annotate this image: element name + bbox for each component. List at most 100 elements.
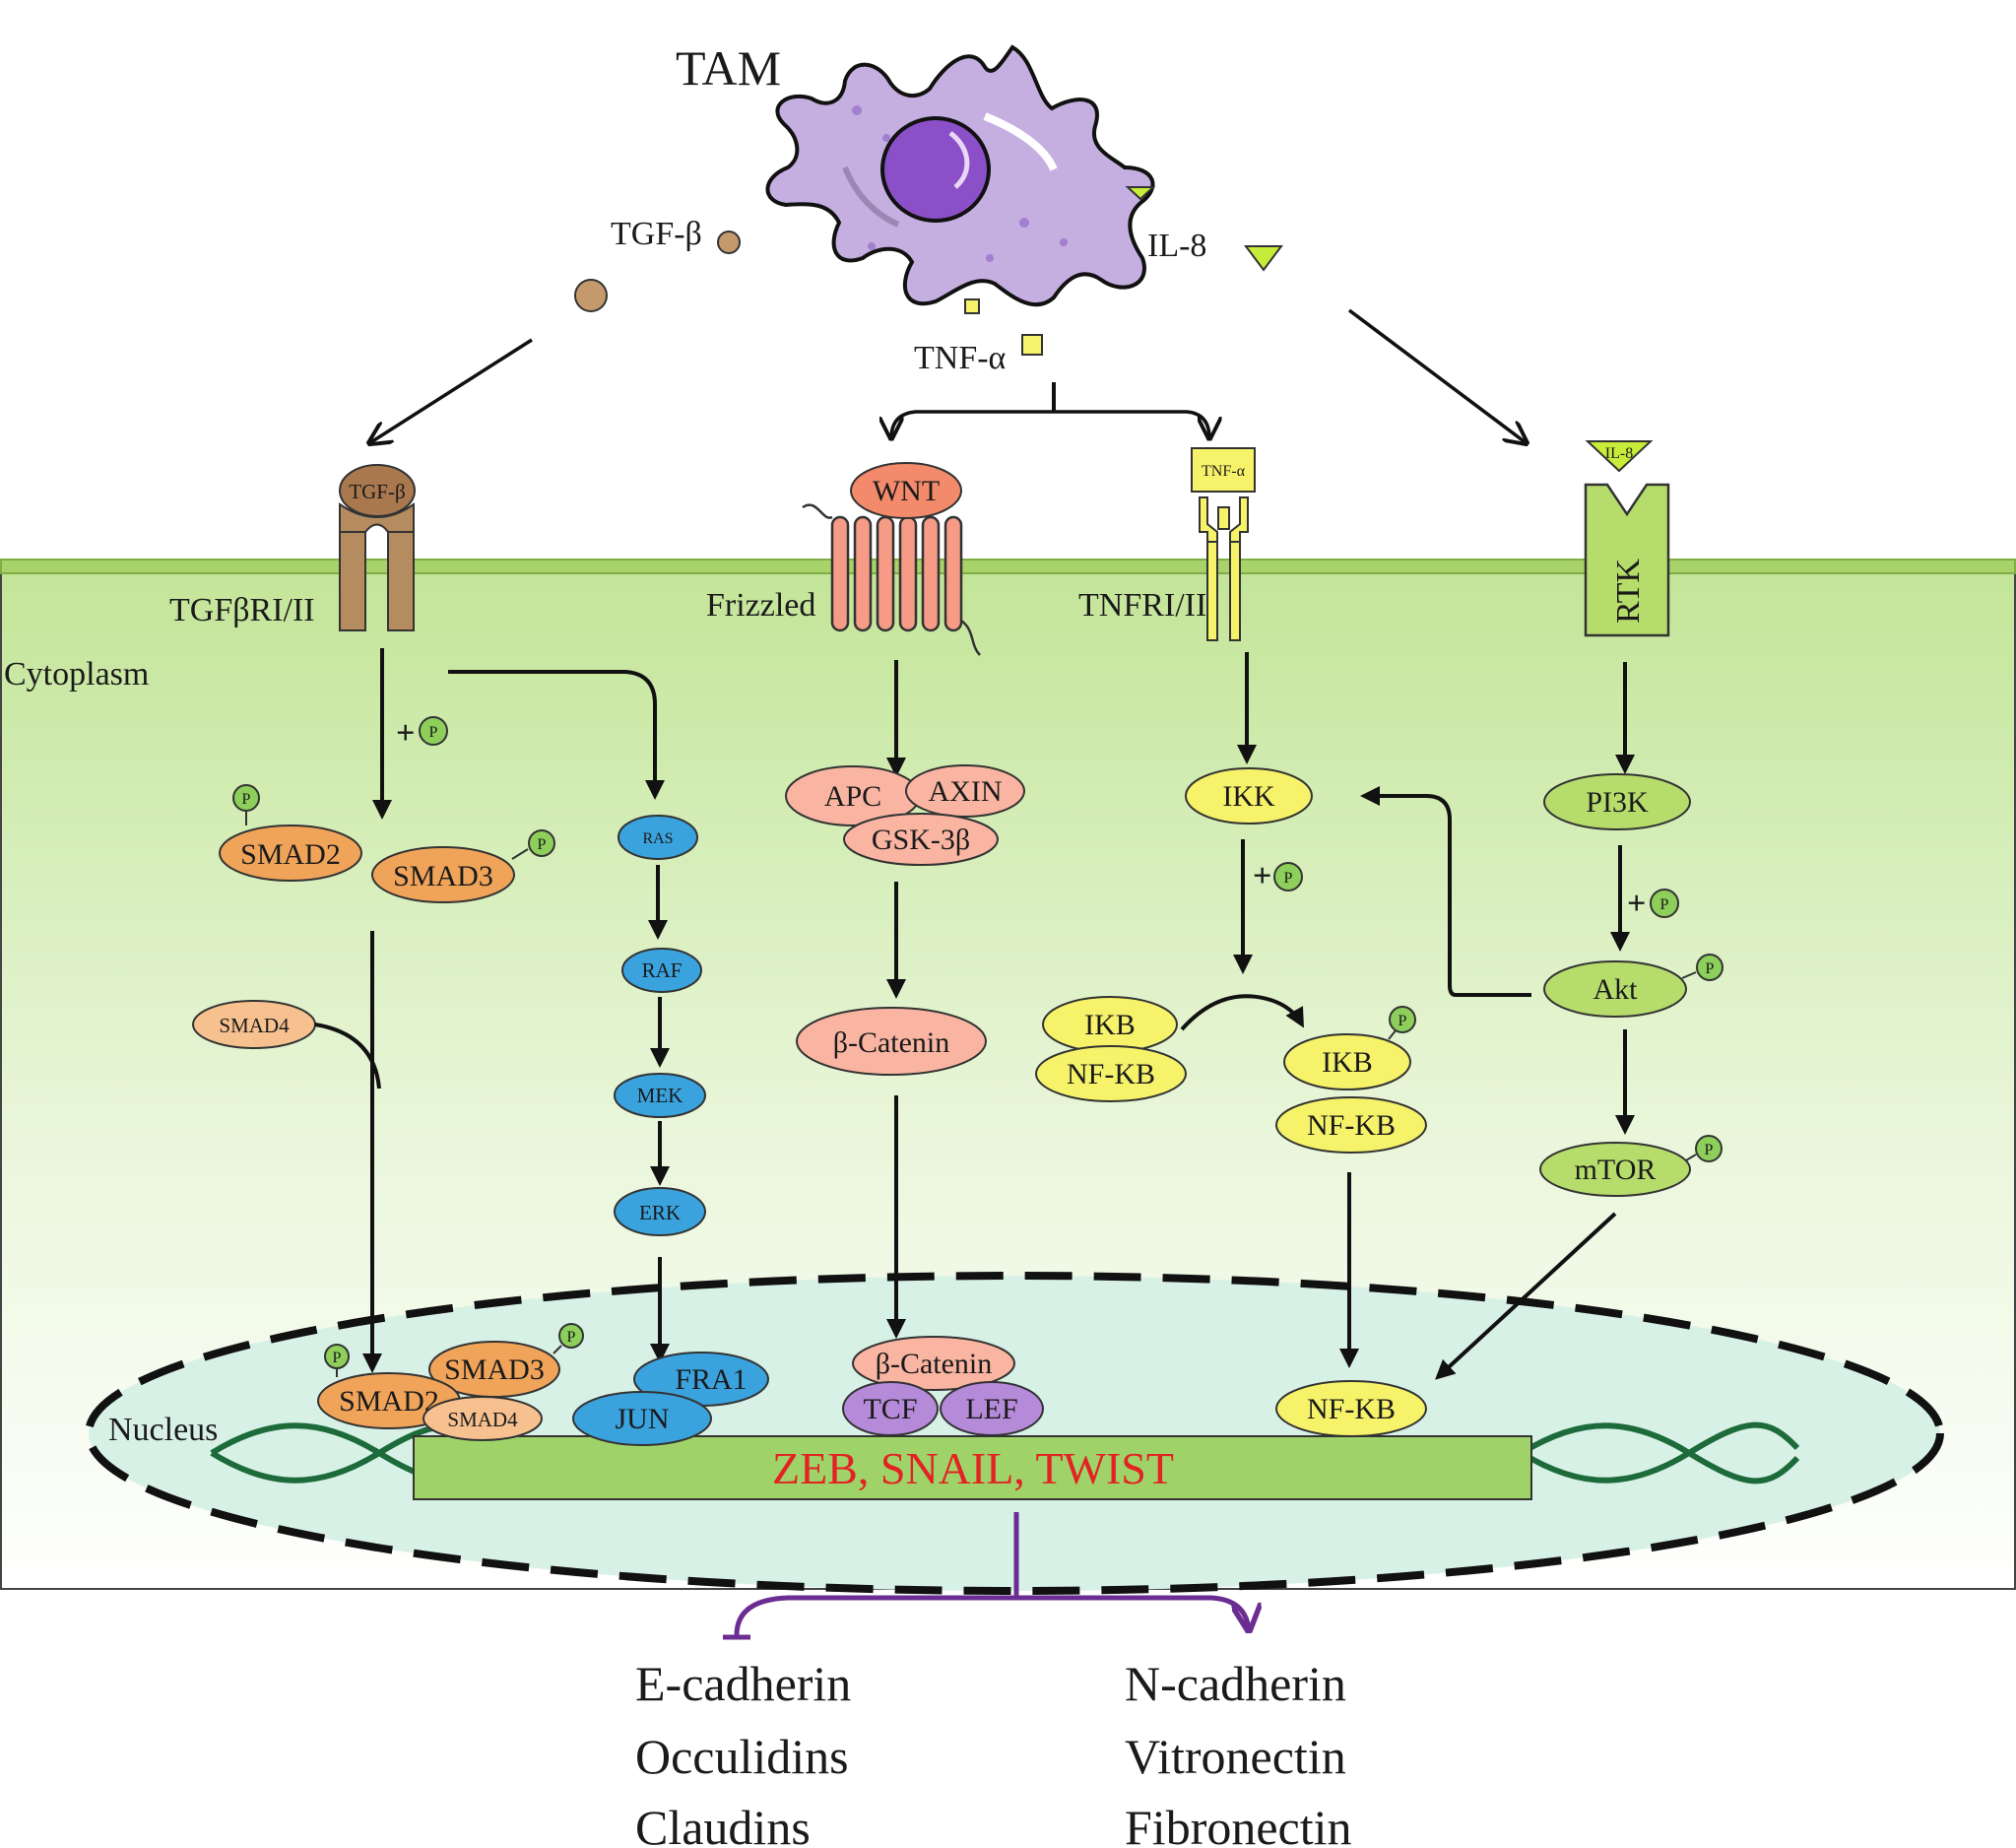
akt-label: Akt: [1593, 973, 1639, 1006]
tgfb-receptor-label: TGFβRI/II: [169, 592, 315, 628]
phospho-label: P: [1398, 1013, 1407, 1029]
plus-sign-smad: +: [396, 715, 415, 752]
phospho-label: P: [242, 791, 251, 808]
arrow-akt-to-ikk: [1360, 786, 1531, 997]
arrow-tnfa-to-wnt: [891, 410, 1054, 438]
nfkb-free-node: [1275, 1096, 1427, 1154]
nuc-smad4-label: SMAD4: [447, 1408, 518, 1431]
nuc-tcf-node: [842, 1381, 939, 1436]
output-down-item: E-cadherin: [635, 1656, 851, 1711]
phospho-icon: [419, 716, 448, 746]
smad2-node: [219, 825, 362, 882]
tgfb-receptor-ligand-label: TGF-β: [349, 480, 405, 503]
tnfa-ligand-small: [964, 298, 980, 314]
tnfa-ligand-label: TNF-α: [914, 340, 1007, 376]
erk-node: [614, 1187, 706, 1236]
frizzled-label: Frizzled: [706, 587, 815, 624]
tnfa-ligand-large: [1021, 334, 1043, 356]
cytoplasm-label: Cytoplasm: [4, 656, 149, 693]
phospho-label: P: [429, 724, 438, 741]
tam-label: TAM: [676, 40, 781, 96]
smad4-label: SMAD4: [219, 1014, 290, 1037]
raf-label: RAF: [642, 958, 683, 982]
erk-label: ERK: [639, 1201, 681, 1224]
b-catenin-label: β-Catenin: [833, 1026, 950, 1059]
plus-sign-ikk: +: [1253, 858, 1271, 894]
b-catenin-node: [796, 1007, 987, 1076]
apc-label: APC: [824, 780, 881, 813]
tnf-receptor-label: TNFRI/II: [1078, 587, 1206, 624]
nuc-jun-node: [572, 1391, 712, 1446]
mek-label: MEK: [637, 1084, 683, 1107]
phospho-label: P: [567, 1329, 576, 1346]
phospho-label: P: [1706, 960, 1715, 977]
tam-cell: [765, 44, 1155, 307]
pi3k-node: [1543, 773, 1691, 830]
tnf-receptor: [1199, 496, 1249, 641]
phospho-icon: [1389, 1006, 1416, 1033]
ikb-label: IKB: [1084, 1009, 1136, 1041]
output-up-item: N-cadherin: [1125, 1656, 1346, 1711]
rtk-receptor: [1584, 483, 1670, 637]
phospho-label: P: [1660, 896, 1669, 913]
il8-ligand-large: [1244, 245, 1283, 272]
smad3-node: [371, 846, 515, 903]
mtor-node: [1539, 1142, 1691, 1197]
phospho-label: P: [1705, 1142, 1714, 1158]
arrow-tgfbr-to-ras: [448, 670, 665, 800]
tgfb-ligand-large: [574, 279, 608, 312]
output-down-item: Occulidins: [635, 1729, 849, 1784]
nuc-tcf-label: TCF: [863, 1393, 917, 1425]
nfkb-node: [1035, 1045, 1187, 1102]
wnt-label: WNT: [873, 475, 940, 507]
axin-node: [905, 764, 1025, 818]
ikk-label: IKK: [1222, 780, 1275, 813]
dna-right: [1520, 1421, 1800, 1485]
gene-bar: [413, 1435, 1532, 1500]
nuc-fra1-label: FRA1: [675, 1363, 747, 1396]
arrow-mtor-to-nucleus: [1435, 1212, 1617, 1380]
phospho-icon: [324, 1344, 350, 1369]
nuc-lef-node: [940, 1381, 1044, 1436]
il8-receptor-ligand-label: IL-8: [1605, 445, 1633, 462]
il8-ligand-small: [1125, 186, 1156, 201]
smad3-label: SMAD3: [393, 860, 493, 892]
arrow-tnfa-to-tnfr: [1054, 410, 1209, 438]
mtor-label: mTOR: [1575, 1154, 1657, 1186]
output-up-item: Fibronectin: [1125, 1800, 1352, 1848]
nuc-b-catenin-node: [852, 1336, 1015, 1391]
phospho-icon: [528, 829, 555, 857]
nucleus-label: Nucleus: [108, 1412, 218, 1448]
phospho-icon: [1695, 1135, 1723, 1162]
arrow-il8-to-receptor: [1347, 308, 1527, 443]
il8-receptor-ligand: [1585, 440, 1654, 473]
tnfa-receptor-ligand: [1191, 447, 1256, 493]
cell-membrane: [0, 559, 2016, 574]
pi3k-label: PI3K: [1586, 786, 1649, 819]
phospho-label: P: [333, 1350, 342, 1366]
ikb-p-label: IKB: [1322, 1046, 1373, 1079]
phospho-icon: [1650, 889, 1679, 918]
arrow-tgfb-to-receptor: [369, 338, 533, 443]
tgfb-ligand-label: TGF-β: [611, 216, 702, 252]
phospho-icon: [1273, 862, 1303, 891]
raf-node: [621, 948, 702, 993]
phospho-label: P: [1284, 870, 1293, 887]
tgfb-ligand-small: [717, 231, 741, 254]
gsk3b-label: GSK-3β: [872, 824, 970, 856]
axin-label: AXIN: [929, 775, 1003, 808]
plus-sign-pi3k: +: [1627, 886, 1646, 922]
ras-node: [618, 815, 698, 860]
phospho-label: P: [538, 836, 547, 853]
akt-node: [1543, 960, 1687, 1018]
mek-node: [614, 1073, 706, 1118]
nuc-lef-label: LEF: [965, 1393, 1017, 1425]
phospho-icon: [232, 784, 260, 812]
nuc-smad3-label: SMAD3: [444, 1353, 545, 1386]
tnfa-receptor-ligand-label: TNF-α: [1202, 463, 1246, 480]
wnt-ligand: [850, 462, 962, 519]
nfkb-free-label: NF-KB: [1307, 1109, 1396, 1142]
output-up-item: Vitronectin: [1125, 1729, 1346, 1784]
nfkb-label: NF-KB: [1067, 1058, 1155, 1090]
